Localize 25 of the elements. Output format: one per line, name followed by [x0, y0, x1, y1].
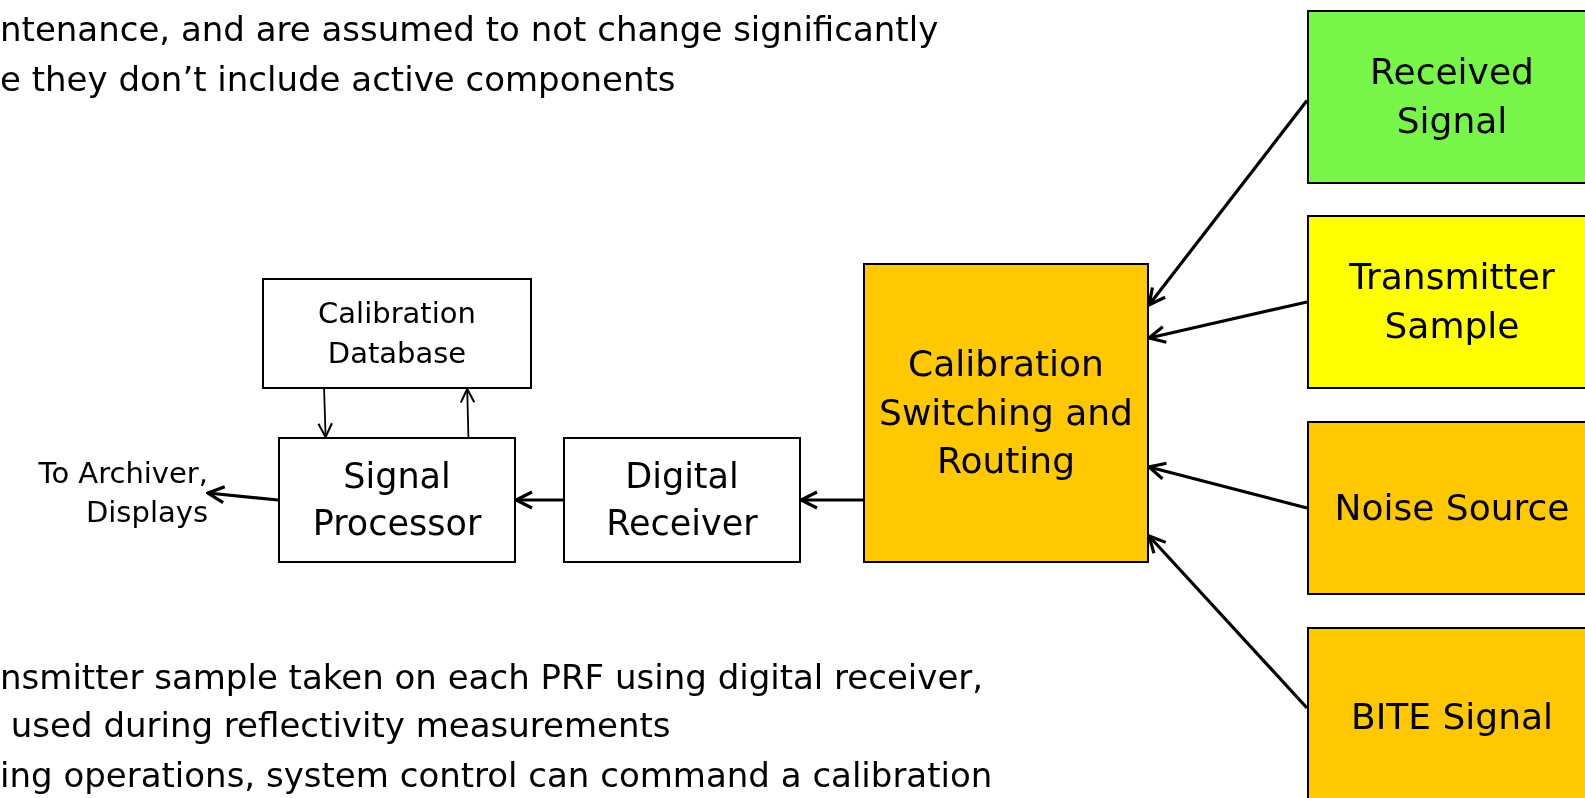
- box-label: Calibration Switching and Routing: [878, 342, 1134, 484]
- process-box: [863, 263, 1149, 563]
- source-box: [1307, 627, 1585, 798]
- slide-text-line: used during reflectivity measurements: [9, 708, 671, 742]
- slide-text-line: ing operations, system control can command a calibration: [0, 758, 993, 792]
- process-box: [563, 437, 801, 563]
- arrow: [459, 388, 476, 438]
- box-label: Received Signal: [1369, 50, 1535, 143]
- output-label: To Archiver, Displays: [37, 454, 208, 531]
- source-box: [1307, 215, 1585, 389]
- slide-text-line: ntenance, and are assumed to not change significantly: [0, 12, 939, 46]
- process-box: [278, 437, 516, 563]
- slide-text-line: e they don’t include active components: [0, 62, 676, 96]
- database-box: [262, 278, 532, 389]
- box-label: Transmitter Sample: [1348, 255, 1556, 348]
- source-box: [1307, 10, 1585, 184]
- box-label: Digital Receiver: [605, 454, 759, 545]
- arrow: [317, 388, 333, 438]
- slide-text-line: nsmitter sample taken on each PRF using digital receiver,: [0, 660, 984, 694]
- box-label: BITE Signal: [1350, 694, 1554, 739]
- box-label: Calibration Database: [317, 295, 477, 372]
- box-label: Noise Source: [1334, 485, 1570, 530]
- arrow: [206, 485, 279, 505]
- source-box: [1307, 421, 1585, 595]
- box-label: Signal Processor: [311, 454, 483, 545]
